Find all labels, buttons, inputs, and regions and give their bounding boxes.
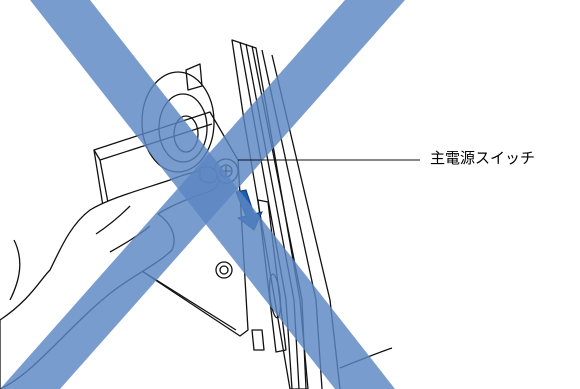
prohibition-cross: [0, 0, 405, 389]
callout-label-main-power-switch: 主電源スイッチ: [430, 149, 535, 167]
jack-outer: [216, 262, 232, 278]
thumb-line: [10, 240, 20, 300]
side-notch: [252, 330, 264, 350]
jack-inner: [220, 266, 228, 274]
